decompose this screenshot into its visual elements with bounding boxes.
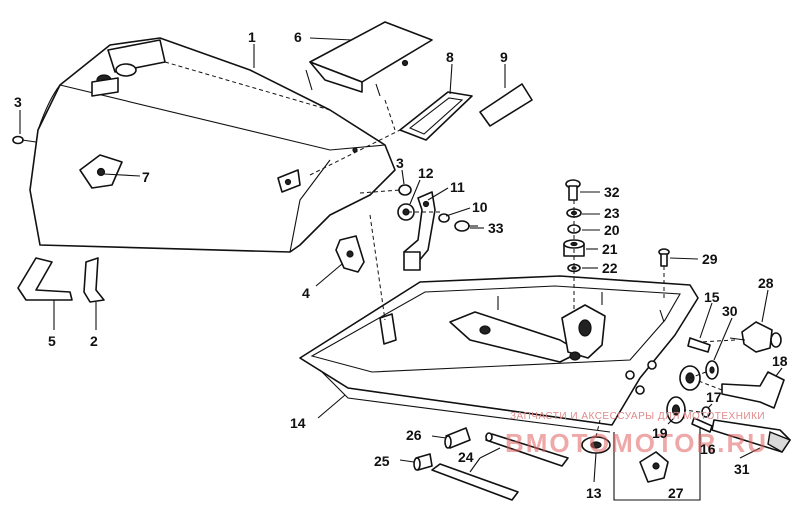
part-number-label: 22 bbox=[602, 260, 618, 276]
part-number-label: 4 bbox=[302, 285, 310, 301]
grommet-13 bbox=[581, 436, 611, 454]
part-number-label: 13 bbox=[586, 485, 602, 501]
part-number-label: 6 bbox=[294, 29, 302, 45]
pin-16 bbox=[691, 417, 713, 433]
plug-25 bbox=[413, 453, 433, 471]
part-number-label: 25 bbox=[374, 453, 390, 469]
part-number-label: 7 bbox=[142, 169, 150, 185]
part-number-label: 15 bbox=[704, 289, 720, 305]
part-number-label: 18 bbox=[772, 353, 788, 369]
pin-15 bbox=[687, 337, 711, 353]
washer-30 bbox=[705, 360, 719, 380]
part-number-label: 21 bbox=[602, 241, 618, 257]
part-number-label: 1 bbox=[248, 29, 256, 45]
cover-6 bbox=[305, 21, 433, 97]
part-number-label: 10 bbox=[472, 199, 488, 215]
grommet-12 bbox=[397, 203, 415, 221]
latch-28 bbox=[729, 321, 782, 353]
part-number-label: 24 bbox=[458, 449, 474, 465]
part-number-label: 29 bbox=[702, 251, 718, 267]
screw-3-left bbox=[12, 135, 37, 145]
screw-29 bbox=[658, 248, 670, 300]
part-number-label: 33 bbox=[488, 220, 504, 236]
lower-pan-14 bbox=[299, 275, 699, 433]
lever-18 bbox=[721, 371, 785, 409]
part-number-label: 30 bbox=[722, 303, 738, 319]
strip-24-long bbox=[431, 463, 519, 501]
clip-2 bbox=[83, 257, 105, 303]
part-number-label: 3 bbox=[396, 155, 404, 171]
assembly-lines bbox=[164, 61, 736, 438]
watermark-line-1: ЗАПЧАСТИ И АКСЕССУАРЫ ДЛЯ МОТОТЕХНИКИ bbox=[510, 411, 765, 422]
part-number-label: 27 bbox=[668, 485, 684, 501]
seal-8 bbox=[399, 91, 473, 141]
part-number-label: 5 bbox=[48, 333, 56, 349]
handle-5 bbox=[17, 257, 73, 301]
part-number-labels: 1 2 3 3 4 5 6 7 8 9 10 11 12 13 14 15 16… bbox=[14, 29, 788, 501]
part-number-label: 32 bbox=[604, 184, 620, 200]
decal-9 bbox=[479, 83, 533, 127]
part-number-label: 23 bbox=[604, 205, 620, 221]
bracket-4 bbox=[335, 235, 365, 273]
part-number-label: 31 bbox=[734, 461, 750, 477]
part-number-label: 8 bbox=[446, 49, 454, 65]
washer-17 bbox=[701, 406, 711, 418]
part-number-label: 19 bbox=[652, 425, 668, 441]
part-number-label: 14 bbox=[290, 415, 306, 431]
boxed-group-27 bbox=[613, 432, 701, 501]
part-number-label: 16 bbox=[700, 441, 716, 457]
part-number-label: 2 bbox=[90, 333, 98, 349]
part-number-label: 11 bbox=[450, 179, 465, 195]
handle-31 bbox=[711, 419, 792, 453]
rod-26 bbox=[444, 427, 471, 449]
part-number-label: 3 bbox=[14, 94, 22, 110]
screw-33 bbox=[454, 220, 478, 232]
watermark-line-2: ВМОТОМОТОR.RU bbox=[505, 428, 768, 458]
latch-lever-11 bbox=[403, 191, 436, 271]
upper-cowl bbox=[29, 37, 396, 253]
part-number-label: 17 bbox=[706, 389, 722, 405]
rod-24 bbox=[485, 432, 569, 467]
bracket-7 bbox=[79, 154, 123, 189]
bolt-32 bbox=[565, 179, 581, 201]
part-number-label: 12 bbox=[418, 165, 434, 181]
part-number-label: 20 bbox=[604, 222, 620, 238]
screw-3-center bbox=[359, 184, 412, 196]
part-number-label: 28 bbox=[758, 275, 774, 291]
leader-lines bbox=[19, 37, 783, 483]
part-number-label: 9 bbox=[500, 49, 508, 65]
part-number-label: 26 bbox=[406, 427, 422, 443]
